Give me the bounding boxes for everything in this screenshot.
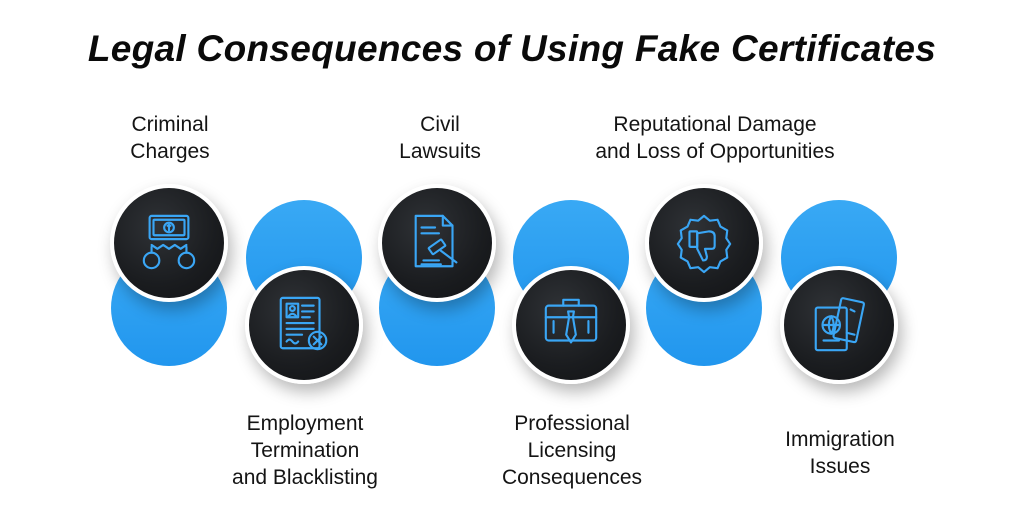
page-title: Legal Consequences of Using Fake Certifi… [87,28,937,69]
civil-lawsuits-node [378,184,496,302]
document-gavel-icon [414,214,458,268]
resume-rejected-icon [279,296,328,351]
employment-termination-node [245,266,363,384]
reputational-damage-node [645,184,763,302]
money-handcuffs-icon [142,214,196,270]
professional-licensing-node [512,266,630,384]
thumbs-down-badge-icon [676,214,732,274]
immigration-issues-node [780,266,898,384]
passport-ticket-icon [814,297,865,352]
briefcase-tie-icon [544,298,598,344]
criminal-charges-node [110,184,228,302]
